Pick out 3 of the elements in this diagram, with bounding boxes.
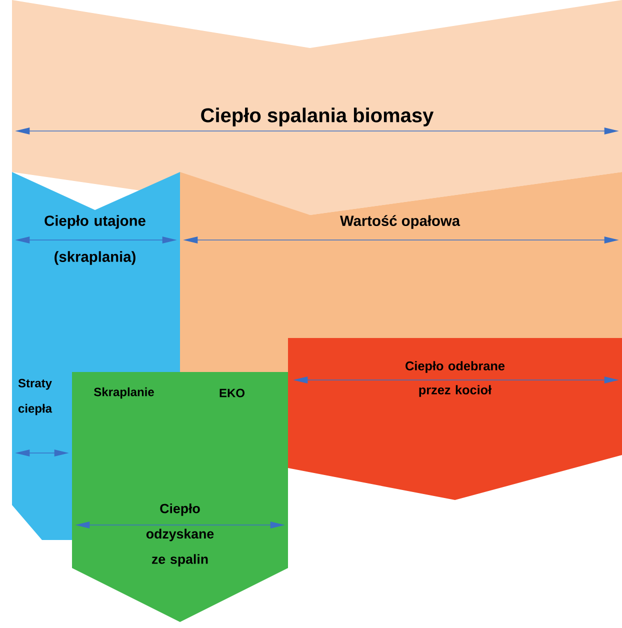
flow-band: Ciepło odebrane przez kocioł [288,338,622,500]
flow-band: Ciepło spalania biomasy [12,0,622,215]
band-label: Skraplanie [94,387,154,399]
